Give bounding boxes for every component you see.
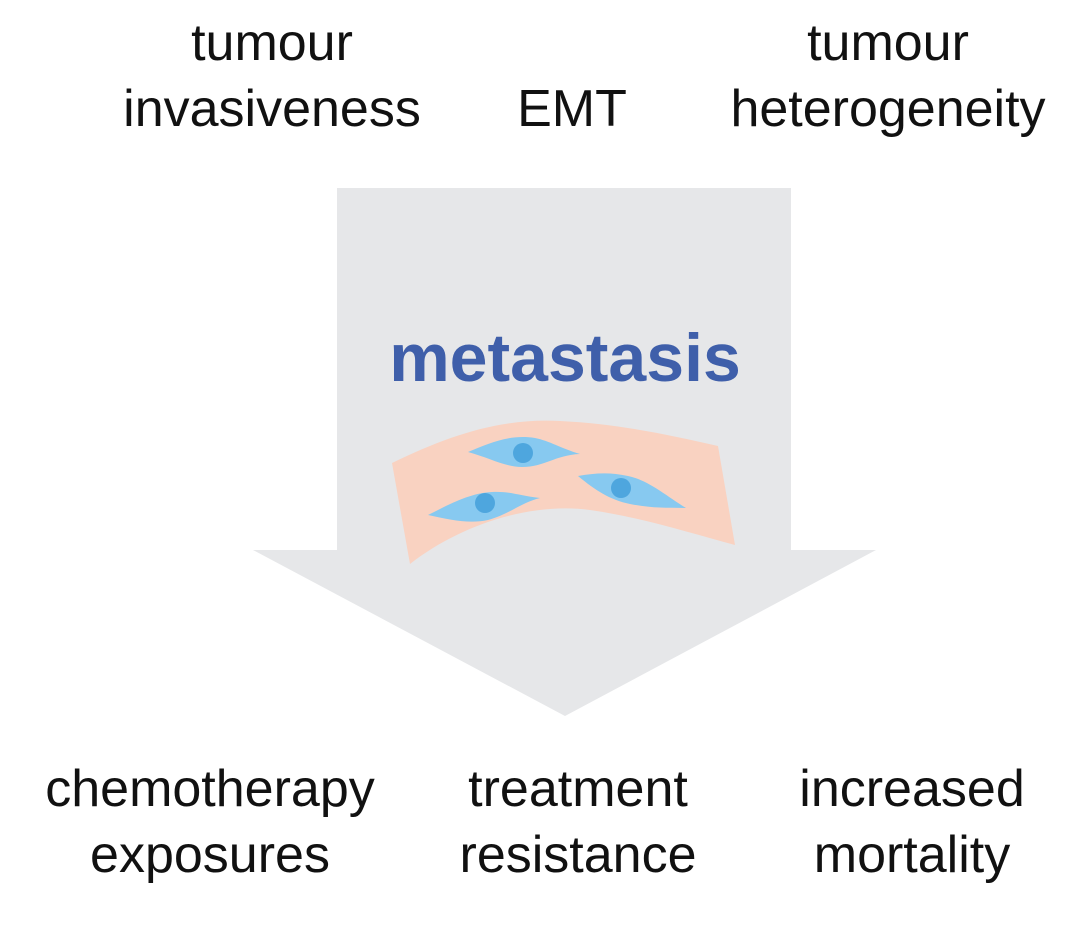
top-label-emt: EMT — [517, 76, 627, 142]
top-label-invasiveness: tumour invasiveness — [123, 10, 421, 142]
label-line: invasiveness — [123, 80, 421, 138]
label-line: treatment — [468, 760, 688, 818]
top-label-heterogeneity: tumour heterogeneity — [730, 10, 1045, 142]
bottom-label-treatment: treatment resistance — [460, 756, 697, 888]
label-line: mortality — [813, 826, 1011, 884]
tissue-patch-icon — [392, 420, 735, 564]
label-line: chemotherapy — [45, 760, 375, 818]
migrating-cell-icon — [578, 473, 686, 508]
label-line: resistance — [459, 826, 697, 884]
label-line: tumour — [807, 14, 969, 72]
center-title: metastasis — [389, 320, 741, 396]
bottom-label-chemotherapy: chemotherapy exposures — [45, 756, 375, 888]
label-line: heterogeneity — [730, 80, 1046, 138]
label-line: increased — [799, 760, 1025, 818]
bottom-label-mortality: increased mortality — [799, 756, 1024, 888]
label-line: EMT — [517, 80, 627, 138]
label-line: tumour — [191, 14, 353, 72]
label-line: exposures — [90, 826, 330, 884]
migrating-cell-icon — [428, 491, 540, 522]
migrating-cell-icon — [468, 437, 580, 467]
